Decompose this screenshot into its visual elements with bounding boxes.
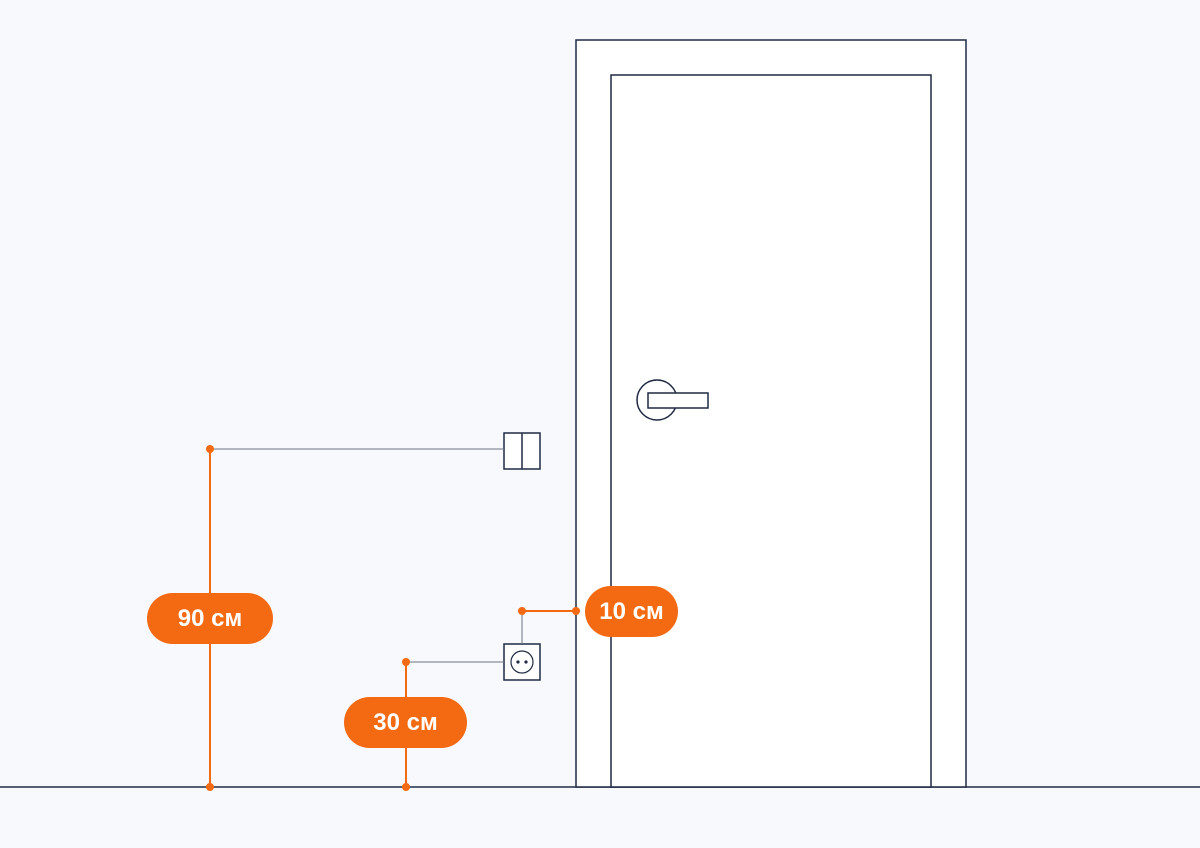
door-handle-icon	[636, 379, 709, 421]
switch-height-label: 90 см	[147, 593, 273, 644]
double-light-switch-icon	[503, 432, 541, 470]
power-socket-icon	[503, 643, 541, 681]
door-leaf	[610, 74, 932, 788]
door-offset-dimension	[518, 607, 580, 615]
socket-height-label: 30 см	[344, 697, 467, 748]
door-offset-label: 10 см	[585, 586, 678, 637]
